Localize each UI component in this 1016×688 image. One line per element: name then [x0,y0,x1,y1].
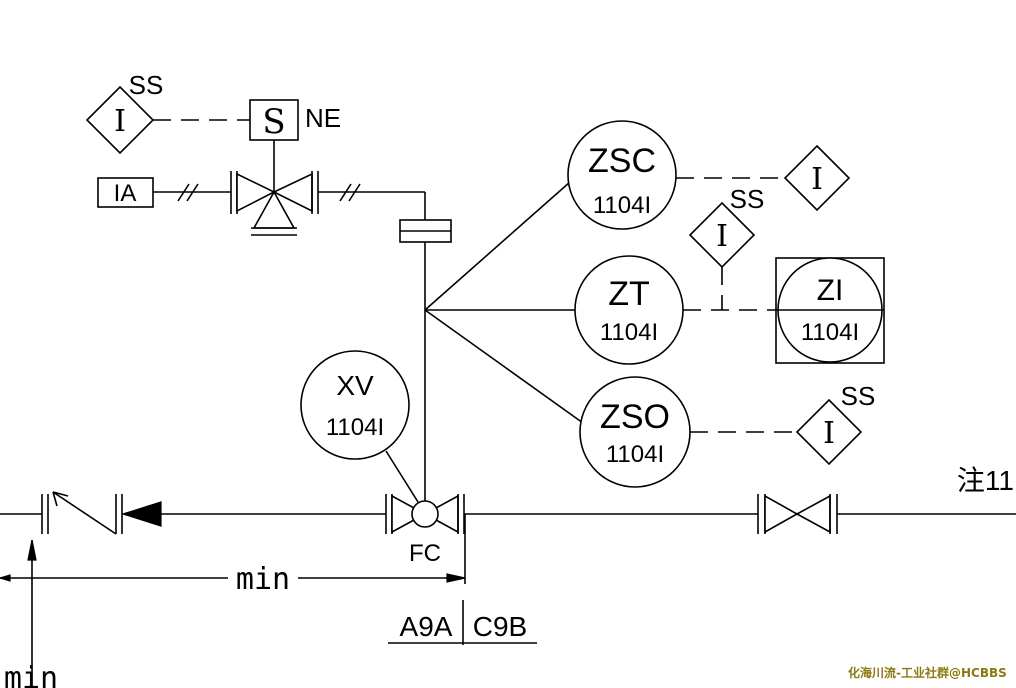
pneumatic-hash [186,183,199,202]
instrument-loop: 1104I [600,319,658,346]
interlock-zso: I SS [795,381,876,466]
valve-body-left [764,494,799,534]
valve-body-left [391,494,427,534]
valve-body-right [795,494,831,534]
interlock-zsc: I [783,144,851,212]
interlock-tag: SS [841,381,876,411]
gate-valve [757,494,838,534]
instrument-bubble [300,350,410,460]
pneumatic-hash [348,183,361,202]
interlock-solenoid: I SS [85,70,164,155]
instrument-function: ZSO [600,398,670,436]
air-supply: IA [97,177,154,208]
flow-arrow-icon [121,501,162,527]
instrument-function: XV [336,370,374,401]
instrument-loop: 1104I [326,414,384,441]
check-valve-disc [52,491,117,535]
dimension-horizontal: min [0,514,466,597]
three-way-valve [230,171,319,236]
air-supply-label: IA [114,180,137,207]
instrument-zi: ZI 1104I [775,257,885,364]
spec-right: C9B [473,611,527,642]
instrument-xv: XV 1104I [300,350,410,460]
valve-port-left [236,172,276,213]
watermark: 化海川流-工业社群@HCBBS [848,665,1007,680]
dimension-arrow-icon [0,574,11,582]
instrument-function: ZI [817,274,844,307]
instrument-function: ZSC [588,142,656,180]
dimension-arrow-icon [27,539,37,561]
interlock-diamond [783,144,851,212]
pneumatic-hash [339,183,352,202]
dimension-vertical: min [4,539,58,688]
link-line-zsc [424,181,571,311]
interlock-zt: I SS [688,184,765,269]
spec-left: A9A [400,611,453,642]
interlock-diamond [795,398,863,466]
fail-position: FC [409,540,441,567]
interlock-symbol: I [114,104,126,139]
check-valve-hook [52,491,58,507]
instrument-function: ZT [608,275,650,313]
control-valve: FC [385,494,465,567]
instrument-loop: 1104I [593,192,651,219]
spec-break: A9A C9B [388,600,537,645]
interlock-symbol: I [716,219,728,254]
instrument-loop: 1104I [801,319,859,346]
link-line-zso [424,309,584,424]
dimension-arrow-icon [446,573,466,583]
solenoid-box [249,99,299,141]
interlock-tag: SS [129,70,164,100]
solenoid-fail-action: NE [305,103,341,133]
valve-actuator [399,219,452,243]
instrument-bubble [567,120,677,230]
pneumatic-hash [177,183,190,202]
instrument-zso: ZSO 1104I [579,376,691,488]
dimension-label: min [4,661,58,688]
solenoid: S NE [249,99,341,142]
note-label: 注11 [957,465,1014,496]
instrument-loop: 1104I [606,441,664,468]
check-valve [41,491,123,535]
solenoid-symbol: S [262,102,285,142]
instrument-zt: ZT 1104I [574,255,684,365]
interlock-symbol: I [811,162,823,197]
link-line-xv [385,450,419,503]
ball-valve-icon [411,500,439,528]
instrument-zsc: ZSC 1104I [567,120,677,230]
check-valve-hook [52,491,69,497]
dimension-label: min [236,562,290,597]
interlock-symbol: I [823,416,835,451]
interlock-tag: SS [730,184,765,214]
air-supply-box [97,177,154,208]
interlock-diamond [85,85,155,155]
